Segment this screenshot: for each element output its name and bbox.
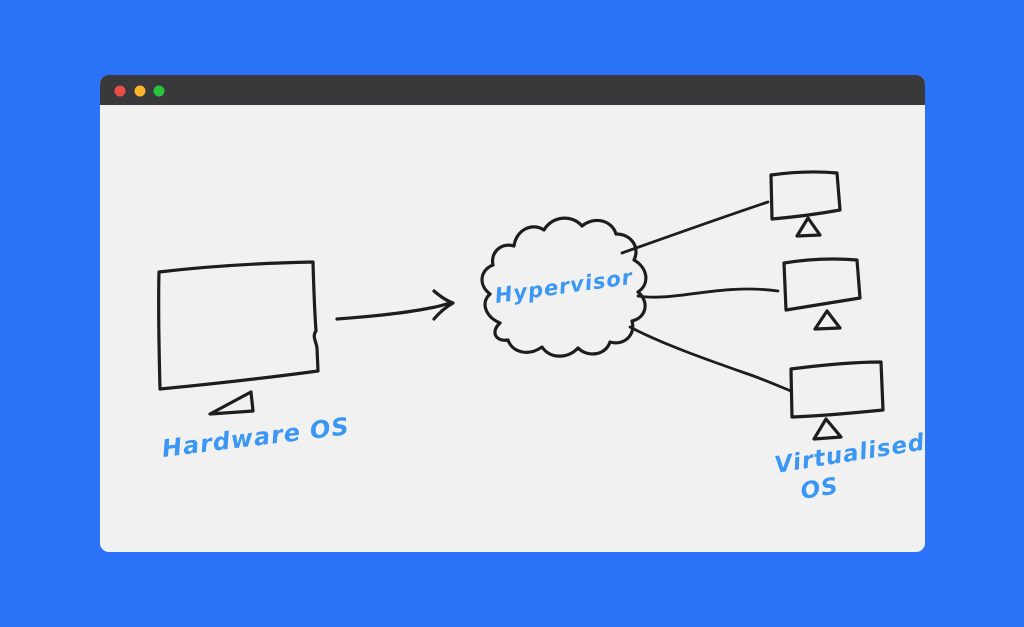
monitor-stand-icon [795, 216, 822, 238]
monitor-stand-icon [812, 417, 843, 441]
app-window: Hardware OS Hypervisor Virtualised OS [100, 75, 925, 552]
hypervisor-cloud-shape [480, 216, 648, 358]
line-hypervisor-to-vm1 [620, 200, 770, 255]
vm-monitor-2-shape [782, 257, 862, 331]
virtualised-os-label-line2: OS [799, 473, 841, 505]
monitor-stand-icon [208, 390, 255, 416]
virtualised-os-label-line1: Virtualised [773, 429, 925, 478]
line-hypervisor-to-vm2 [636, 287, 780, 299]
vm-monitor-1-shape [769, 170, 842, 238]
hardware-monitor-shape [156, 260, 320, 416]
traffic-lights [114, 85, 165, 97]
close-button-icon[interactable] [114, 85, 126, 97]
diagram-svg: Hardware OS Hypervisor Virtualised OS [156, 170, 925, 505]
vm-monitor-3-shape [789, 360, 885, 441]
monitor-stand-icon [813, 309, 842, 331]
hardware-os-label: Hardware OS [160, 412, 351, 463]
minimize-button-icon[interactable] [134, 85, 146, 97]
hypervisor-label: Hypervisor [493, 265, 635, 308]
window-titlebar [100, 75, 925, 105]
sketch-canvas: Hardware OS Hypervisor Virtualised OS [100, 105, 925, 552]
line-hypervisor-to-vm3 [628, 325, 793, 393]
maximize-button-icon[interactable] [153, 85, 165, 97]
arrow-hardware-to-hypervisor [335, 289, 455, 321]
